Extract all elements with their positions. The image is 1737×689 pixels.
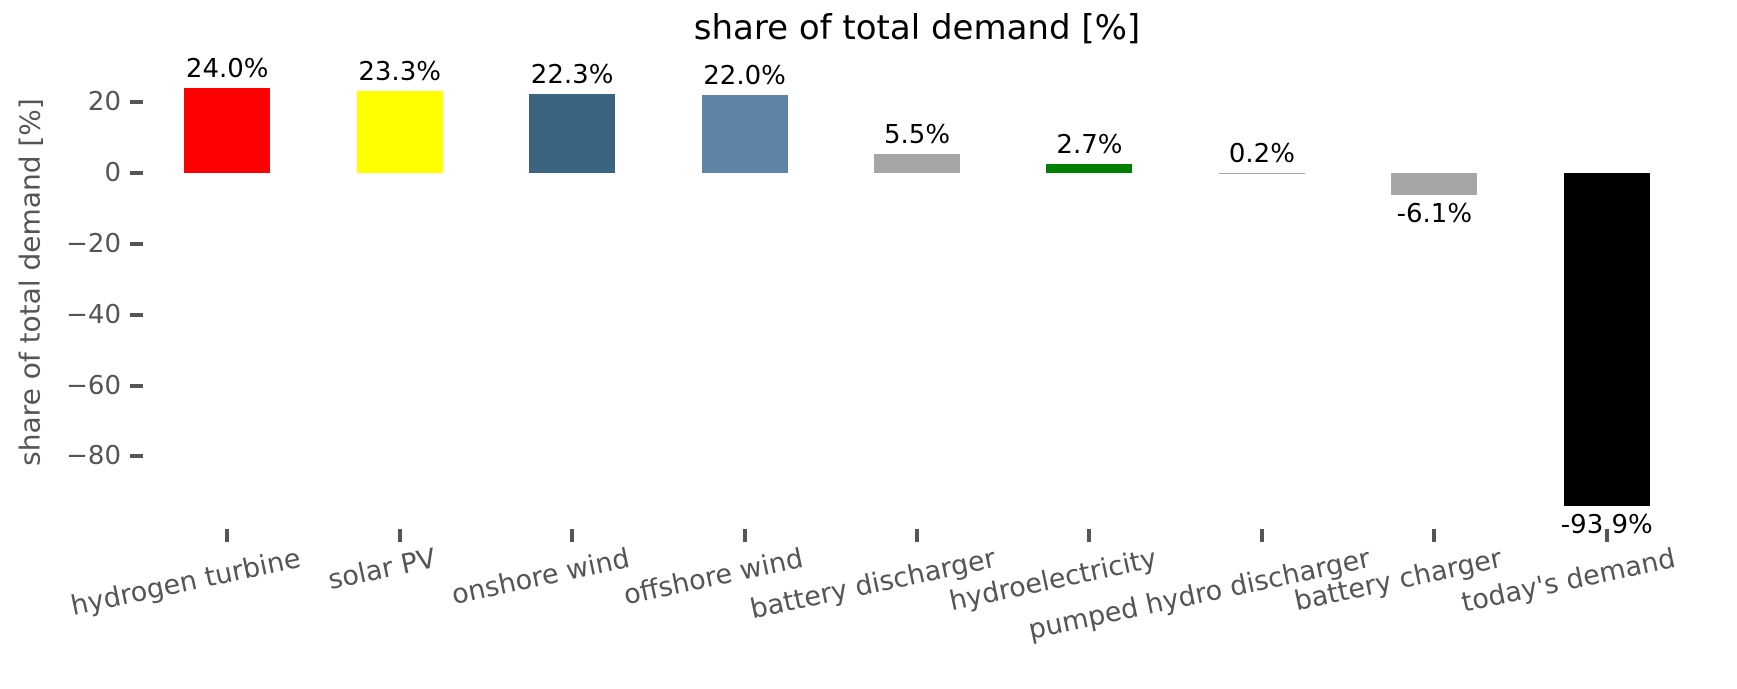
x-tick-mark: [742, 529, 747, 542]
value-label-hydrogen-turbine: 24.0%: [185, 54, 269, 85]
bar-solar-pv: [356, 90, 443, 174]
value-label-hydroelectricity: 2.7%: [1056, 129, 1123, 160]
y-tick-label: 0: [104, 158, 121, 189]
bar-offshore-wind: [701, 95, 788, 174]
y-tick-mark: [130, 383, 143, 388]
x-tick-mark: [1604, 529, 1609, 542]
y-tick-label: −80: [66, 441, 121, 472]
y-tick-mark: [130, 312, 143, 317]
y-tick-label: −60: [66, 370, 121, 401]
x-tick-mark: [570, 529, 575, 542]
y-tick-mark: [130, 454, 143, 459]
value-label-onshore-wind: 22.3%: [530, 60, 614, 91]
bar-battery-charger: [1391, 173, 1478, 195]
xtick-label-onshore-wind: onshore wind: [449, 543, 633, 611]
y-tick-mark: [130, 242, 143, 247]
x-tick-mark: [1432, 529, 1437, 542]
x-tick-mark: [915, 529, 919, 542]
value-label-offshore-wind: 22.0%: [703, 61, 786, 92]
bar-hydrogen-turbine: [184, 88, 271, 174]
bar-pumped-hydro-discharger: [1218, 172, 1305, 174]
x-tick-mark: [397, 529, 402, 542]
x-tick-mark: [225, 529, 230, 542]
bar-today-s-demand: [1563, 173, 1650, 506]
x-tick-mark: [1259, 529, 1264, 542]
bar-onshore-wind: [529, 94, 616, 174]
bar-battery-discharger: [874, 153, 960, 174]
x-tick-mark: [1087, 529, 1092, 542]
value-label-battery-discharger: 5.5%: [883, 119, 951, 150]
chart-title: share of total demand [%]: [693, 8, 1141, 48]
y-tick-mark: [130, 171, 143, 176]
y-tick-label: 20: [87, 87, 121, 118]
xtick-label-hydrogen-turbine: hydrogen turbine: [68, 543, 304, 622]
y-tick-label: −40: [66, 299, 121, 330]
xtick-label-solar-pv: solar PV: [325, 543, 439, 597]
value-label-solar-pv: 23.3%: [358, 56, 441, 87]
bar-hydroelectricity: [1046, 163, 1133, 174]
value-label-battery-charger: -6.1%: [1396, 198, 1473, 229]
y-tick-mark: [130, 100, 143, 105]
y-tick-label: −20: [66, 229, 121, 260]
value-label-pumped-hydro-discharger: 0.2%: [1228, 138, 1295, 169]
